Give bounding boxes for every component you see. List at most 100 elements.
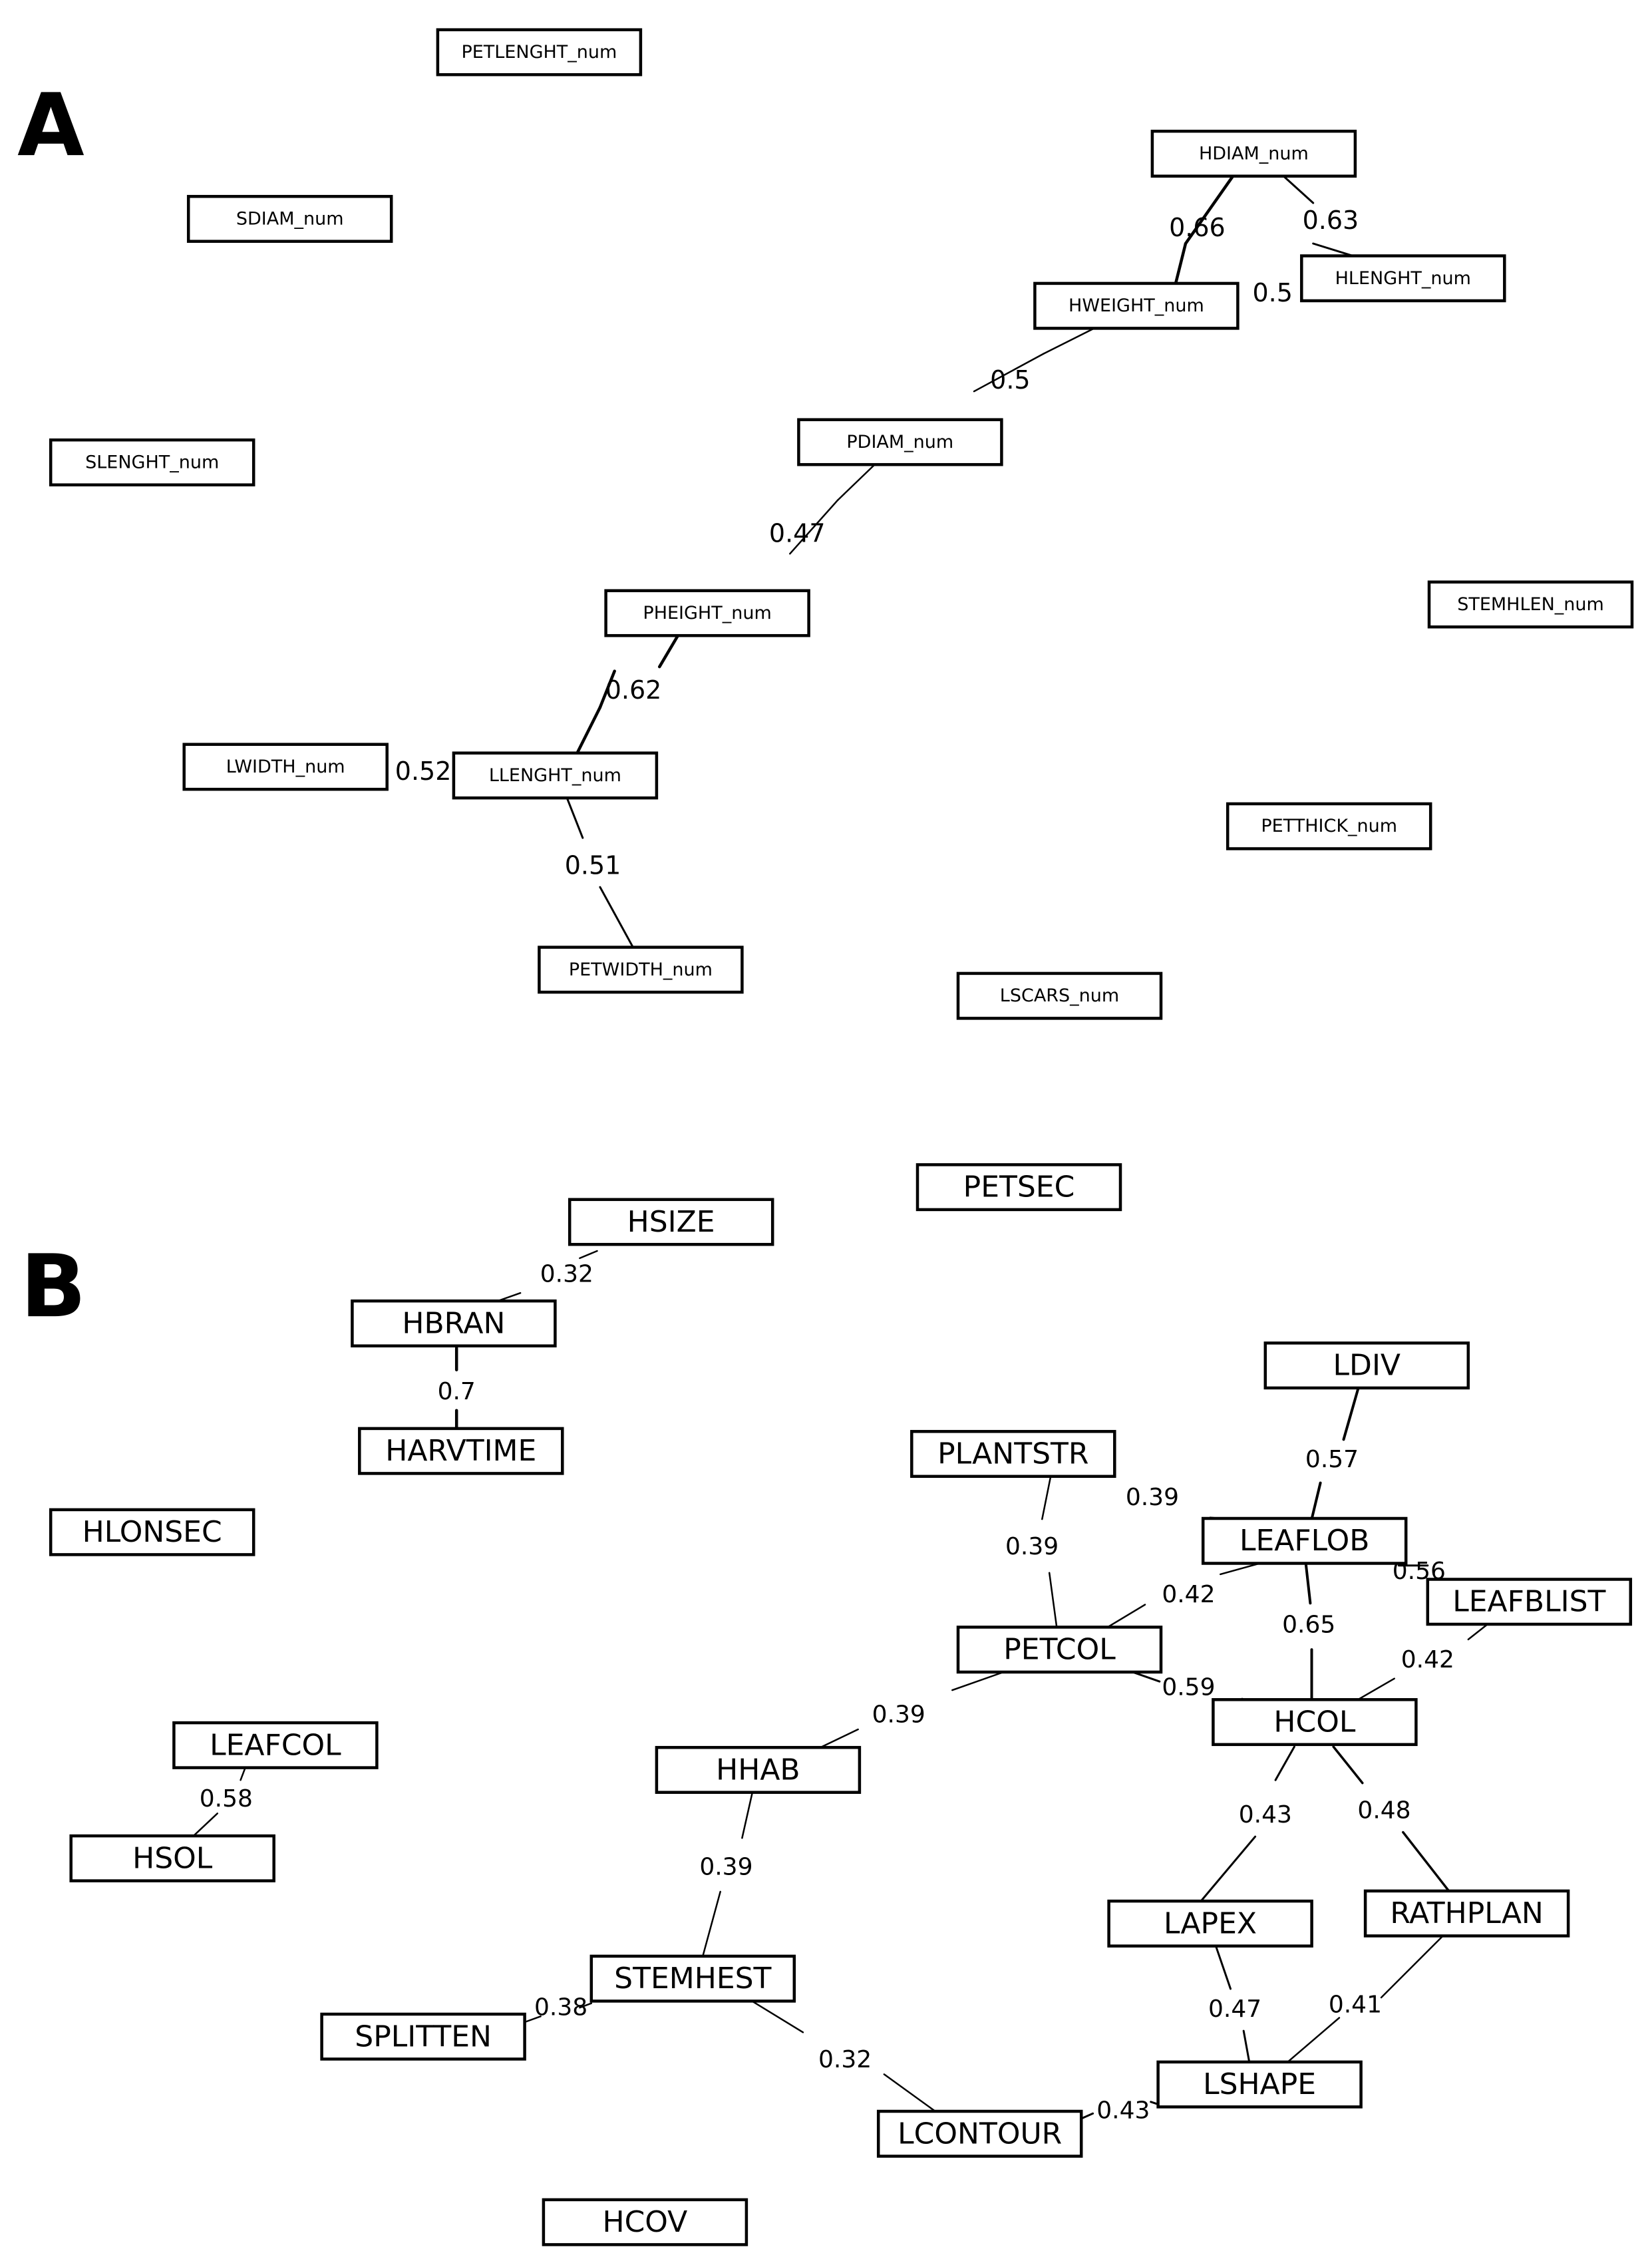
edge-line bbox=[1380, 1936, 1443, 1999]
node-box bbox=[956, 1626, 1163, 1674]
node-label: HLONSEC bbox=[83, 1515, 222, 1549]
node-label: PETTHICK_num bbox=[1261, 816, 1397, 836]
node-box bbox=[351, 1299, 557, 1347]
panel-label-a: A bbox=[17, 75, 84, 176]
edge-stemhest-lcontour: 0.32 bbox=[750, 2000, 937, 2113]
node-box bbox=[910, 1430, 1116, 1479]
node-box bbox=[49, 438, 255, 486]
node-petthick-num: PETTHICK_num bbox=[1226, 802, 1432, 850]
edge-line bbox=[1274, 1745, 1295, 1781]
node-hlenght-num: HLENGHT_num bbox=[1300, 254, 1506, 303]
edge-plantstr-leaflob: 0.39 bbox=[1126, 1484, 1228, 1520]
node-label: HARVTIME bbox=[385, 1434, 536, 1468]
edge-line bbox=[1342, 1387, 1360, 1441]
edge-weight-label: 0.47 bbox=[769, 519, 826, 548]
edge-line bbox=[1043, 327, 1097, 355]
edge-line bbox=[240, 1767, 246, 1781]
edge-weight-label: 0.43 bbox=[1096, 2097, 1150, 2124]
node-rathplan: RATHPLAN bbox=[1363, 1889, 1570, 1938]
edge-weight-label: 0.43 bbox=[1239, 1801, 1292, 1829]
node-hcol: HCOL bbox=[1212, 1698, 1418, 1747]
node-box bbox=[49, 1508, 255, 1556]
edge-line bbox=[1174, 242, 1188, 286]
edge-line bbox=[575, 705, 602, 756]
edge-hdiam_num-hlenght_num: 0.63 bbox=[1281, 174, 1359, 258]
node-label: LEAFBLIST bbox=[1452, 1585, 1605, 1619]
edge-leafcol-hsol: 0.58 bbox=[192, 1767, 253, 1838]
edge-hhab-stemhest: 0.39 bbox=[699, 1792, 753, 1957]
edge-weight-label: 0.39 bbox=[699, 1853, 752, 1880]
node-slenght-num: SLENGHT_num bbox=[49, 438, 255, 486]
edge-pheight_num-llenght_num: 0.62 bbox=[575, 633, 680, 756]
node-hcov: HCOV bbox=[542, 2198, 748, 2246]
node-label: PETWIDTH_num bbox=[569, 959, 713, 980]
node-box bbox=[956, 971, 1163, 1020]
node-plantstr: PLANTSTR bbox=[910, 1430, 1116, 1479]
node-box bbox=[182, 743, 389, 791]
edge-weight-label: 0.32 bbox=[540, 1260, 593, 1288]
node-box bbox=[69, 1834, 275, 1882]
node-box bbox=[436, 28, 643, 77]
node-lcontour: LCONTOUR bbox=[876, 2109, 1083, 2158]
node-box bbox=[172, 1721, 379, 1769]
node-lapex: LAPEX bbox=[1107, 1899, 1313, 1948]
edge-weight-label: 0.7 bbox=[438, 1378, 476, 1405]
node-box bbox=[1263, 1341, 1470, 1390]
edge-weight-label: 0.48 bbox=[1357, 1797, 1410, 1824]
edge-line bbox=[883, 2073, 937, 2113]
node-petwidth-num: PETWIDTH_num bbox=[538, 946, 744, 994]
edge-layer: 0.320.70.570.390.390.560.420.650.420.590… bbox=[192, 1250, 1490, 2124]
node-petsec: PETSEC bbox=[915, 1163, 1122, 1212]
edge-line bbox=[1281, 174, 1315, 204]
node-harvtime: HARVTIME bbox=[358, 1427, 564, 1475]
edge-pdiam_num-pheight_num: 0.47 bbox=[769, 462, 877, 555]
node-label: PETSEC bbox=[963, 1170, 1075, 1204]
edge-ldiv-leaflob: 0.57 bbox=[1305, 1387, 1360, 1521]
node-label: STEMHLEN_num bbox=[1457, 594, 1604, 615]
node-llenght-num: LLENGHT_num bbox=[452, 751, 659, 800]
edge-weight-label: 0.52 bbox=[395, 757, 452, 786]
node-label: LCONTOUR bbox=[898, 2117, 1062, 2151]
node-box bbox=[876, 2109, 1083, 2158]
edge-line bbox=[598, 669, 616, 709]
edge-line bbox=[1304, 1562, 1312, 1605]
node-label: LSCARS_num bbox=[1000, 985, 1119, 1006]
node-hhab: HHAB bbox=[655, 1745, 862, 1794]
node-box bbox=[1107, 1899, 1313, 1948]
node-label: HBRAN bbox=[402, 1307, 505, 1341]
edge-line bbox=[1108, 1604, 1146, 1628]
node-box bbox=[542, 2198, 748, 2246]
node-label: SLENGHT_num bbox=[85, 452, 219, 472]
edge-weight-label: 0.39 bbox=[872, 1701, 925, 1729]
node-label: LLENGHT_num bbox=[489, 765, 621, 786]
edge-weight-label: 0.51 bbox=[565, 851, 621, 880]
edge-hweight_num-pdiam_num: 0.5 bbox=[973, 327, 1097, 395]
node-label: STEMHEST bbox=[614, 1962, 771, 1996]
node-pdiam-num: PDIAM_num bbox=[797, 418, 1003, 466]
edge-lwidth_num-llenght_num: 0.52 bbox=[395, 757, 452, 786]
edge-hweight_num-hlenght_num: 0.5 bbox=[1252, 278, 1292, 307]
node-label: HCOV bbox=[603, 2205, 688, 2239]
node-label: PETLENGHT_num bbox=[461, 42, 617, 63]
node-stemhest: STEMHEST bbox=[589, 1954, 796, 2003]
node-label: PDIAM_num bbox=[846, 432, 953, 452]
edge-weight-label: 0.32 bbox=[818, 2046, 872, 2073]
edge-line bbox=[1242, 2029, 1251, 2064]
node-label: SDIAM_num bbox=[236, 209, 344, 230]
edge-weight-label: 0.57 bbox=[1305, 1446, 1359, 1473]
node-petcol: PETCOL bbox=[956, 1626, 1163, 1674]
node-hsize: HSIZE bbox=[568, 1198, 774, 1246]
node-box bbox=[1363, 1889, 1570, 1938]
edge-plantstr-petcol: 0.39 bbox=[1005, 1475, 1059, 1628]
node-label: HSIZE bbox=[627, 1205, 715, 1239]
edge-line bbox=[1467, 1622, 1490, 1641]
edge-line bbox=[1200, 1835, 1257, 1902]
node-box bbox=[1300, 254, 1506, 303]
node-ldiv: LDIV bbox=[1263, 1341, 1470, 1390]
edge-rathplan-lshape: 0.41 bbox=[1287, 1936, 1443, 2063]
node-label: LEAFCOL bbox=[210, 1728, 341, 1762]
node-box bbox=[1226, 802, 1432, 850]
edge-line bbox=[192, 1813, 219, 1838]
edge-line bbox=[566, 796, 584, 839]
